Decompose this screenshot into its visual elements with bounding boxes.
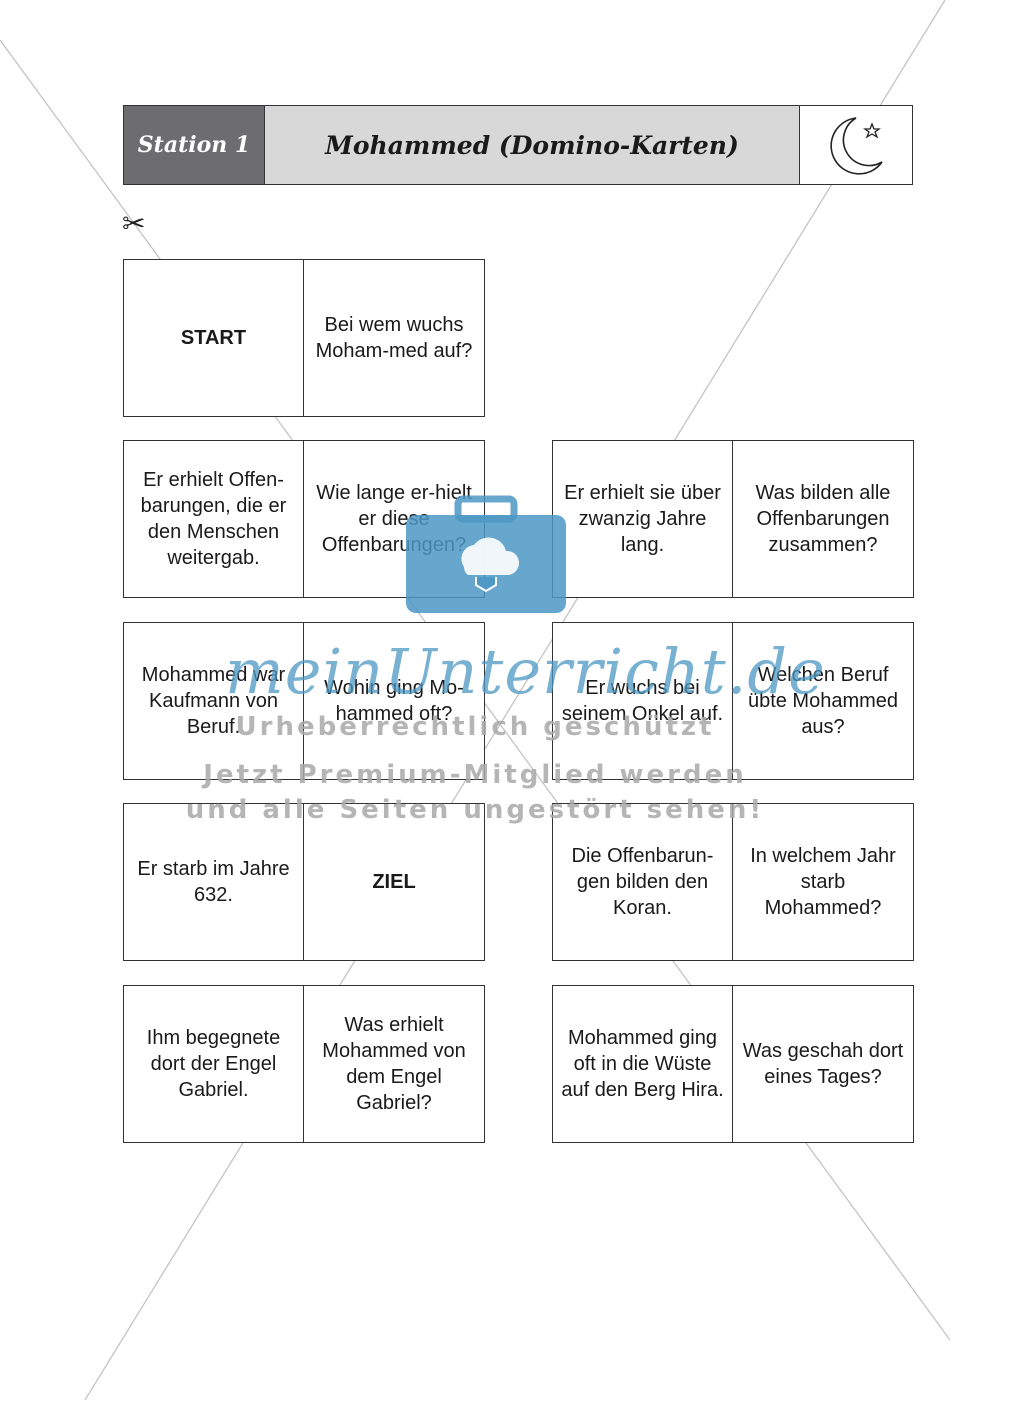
watermark-line-3: und alle Seiten ungestört sehen! [185,795,765,825]
domino-card: Mohammed war Kaufmann von Beruf. Wohin g… [123,622,485,780]
domino-card: Er starb im Jahre 632. ZIEL [123,803,485,961]
domino-card: Ihm begegnete dort der Engel Gabriel. Wa… [123,985,485,1143]
card-answer: Die Offenbarun-gen bilden den Koran. [553,804,733,960]
watermark-line-1: Urheberrechtlich geschützt [235,712,715,742]
domino-card: Die Offenbarun-gen bilden den Koran. In … [552,803,914,961]
card-question: Was erhielt Mohammed von dem Engel Gabri… [322,1014,466,1114]
briefcase-cloud-icon [406,495,566,625]
card-question: Was bilden alle Offenbarungen zusammen? [755,482,891,556]
station-label: Station 1 [124,106,265,184]
card-answer: START [124,260,304,416]
card-answer: Mohammed war Kaufmann von Beruf. [124,623,304,779]
watermark-line-2: Jetzt Premium-Mitglied werden [203,760,747,790]
domino-card: Mohammed ging oft in die Wüste auf den B… [552,985,914,1143]
card-answer: Er wuchs bei seinem Onkel auf. [553,623,733,779]
domino-card: START Bei wem wuchs Moham-med auf? [123,259,485,417]
card-answer: Mohammed ging oft in die Wüste auf den B… [553,986,733,1142]
watermark-brand: meinUnterricht.de [225,635,826,708]
card-question: Wohin ging Mo-hammed oft? [324,677,464,725]
card-question: Was geschah dort eines Tages? [742,1040,904,1088]
card-question: ZIEL [372,871,416,893]
card-answer: Ihm begegnete dort der Engel Gabriel. [124,986,304,1142]
domino-card: Er wuchs bei seinem Onkel auf. Welchen B… [552,622,914,780]
card-answer: Er erhielt sie über zwanzig Jahre lang. [553,441,733,597]
moon-star-icon [800,106,912,184]
card-question: Welchen Beruf übte Mohammed aus? [747,664,899,738]
domino-card: Er erhielt sie über zwanzig Jahre lang. … [552,440,914,598]
scissors-icon: ✂ [122,208,146,239]
card-answer: Er erhielt Offen-barungen, die er den Me… [124,441,304,597]
page-title: Mohammed (Domino-Karten) [265,106,800,184]
card-question: In welchem Jahr starb Mohammed? [750,845,896,919]
card-question: Bei wem wuchs Moham-med auf? [315,314,473,362]
station-header: Station 1 Mohammed (Domino-Karten) [123,105,913,185]
card-answer: Er starb im Jahre 632. [124,804,304,960]
